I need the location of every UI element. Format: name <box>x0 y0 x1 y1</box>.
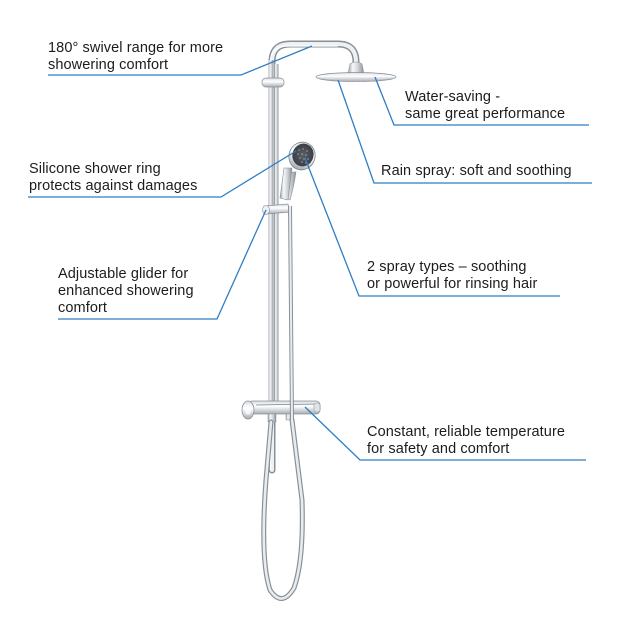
callout-silicone-ring-line-1: Silicone shower ring <box>29 161 161 177</box>
callout-thermostat: Constant, reliable temperature for safet… <box>367 424 565 458</box>
hand-shower <box>279 141 316 201</box>
callout-swivel-line-1: 180° swivel range for more <box>48 40 224 56</box>
shower-hose <box>261 205 305 601</box>
callout-thermostat-line-2: for safety and comfort <box>367 441 510 457</box>
leader-line-swivel <box>48 45 313 76</box>
leader-line-thermostat <box>304 406 586 461</box>
leader-line-water-saving <box>374 76 589 126</box>
callout-glider-line-3: comfort <box>58 300 108 316</box>
leader-line-rain-spray <box>337 79 592 184</box>
callout-swivel-line-2: showering comfort <box>48 57 169 73</box>
leader-line-spray-types <box>304 157 560 297</box>
callout-water-saving-line-1: Water-saving - <box>405 89 501 105</box>
callout-swivel: 180° swivel range for more showering com… <box>48 40 223 74</box>
riser-rail <box>268 60 279 416</box>
glider <box>262 203 291 215</box>
leader-line-glider <box>58 209 267 320</box>
callout-silicone-ring-line-2: protects against damages <box>29 178 198 194</box>
callout-spray-types-line-1: 2 spray types – soothing <box>367 259 527 275</box>
callout-silicone-ring: Silicone shower ring protects against da… <box>29 161 197 195</box>
callout-water-saving: Water-saving - same great performance <box>405 89 565 123</box>
leader-line-silicone-ring <box>28 150 297 198</box>
thermostat-mixer <box>241 400 321 423</box>
callout-thermostat-line-1: Constant, reliable temperature <box>367 424 566 440</box>
callout-rain-spray: Rain spray: soft and soothing <box>381 163 572 180</box>
callout-spray-types-line-2: or powerful for rinsing hair <box>367 276 538 292</box>
callout-glider: Adjustable glider for enhanced showering… <box>58 266 194 317</box>
leader-lines <box>28 45 592 461</box>
callout-glider-line-1: Adjustable glider for <box>58 266 189 282</box>
callout-rain-spray-line-1: Rain spray: soft and soothing <box>381 163 572 179</box>
callout-water-saving-line-2: same great performance <box>405 106 566 122</box>
rail-holder <box>261 77 285 88</box>
callout-glider-line-2: enhanced showering <box>58 283 194 299</box>
callout-spray-types: 2 spray types – soothing or powerful for… <box>367 259 537 293</box>
rain-shower-head <box>315 61 397 82</box>
